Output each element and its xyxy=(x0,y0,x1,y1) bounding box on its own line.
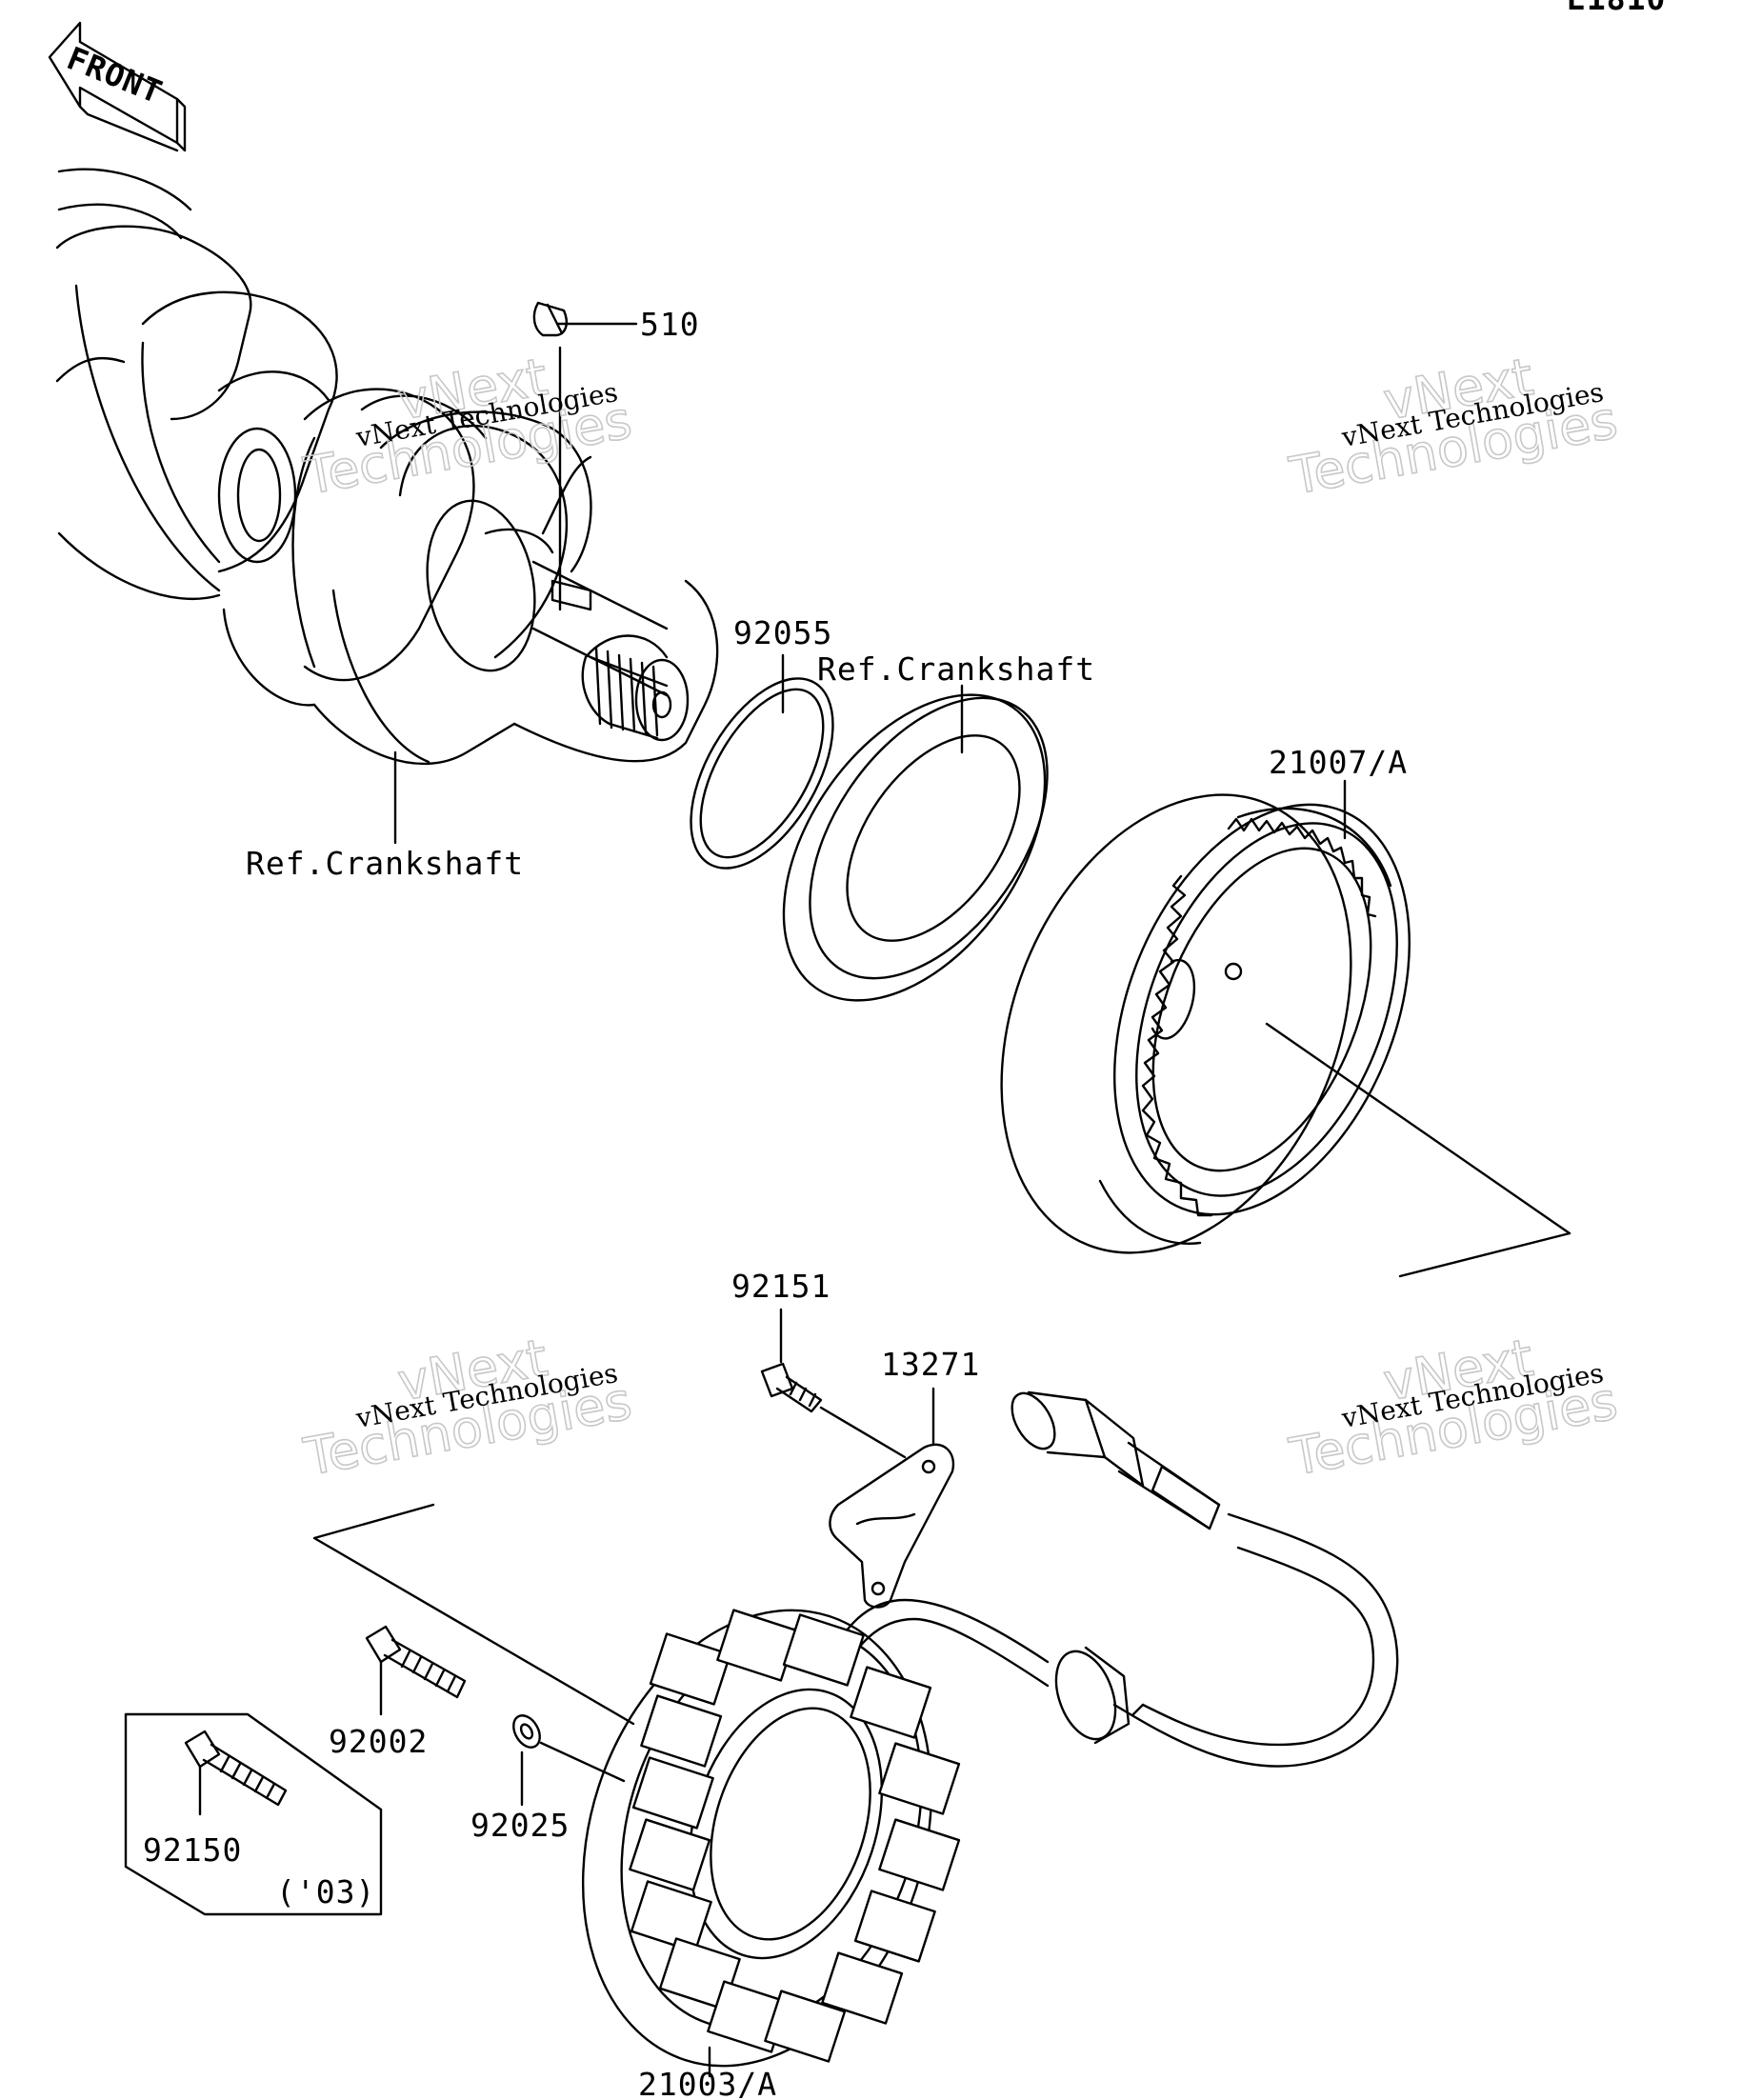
part-label-92151: 92151 xyxy=(731,1268,830,1305)
part-label-510: 510 xyxy=(640,306,700,343)
watermark-1: vNext Technologies vNext Technologies xyxy=(298,346,636,507)
bolt-92150-box xyxy=(124,1712,383,1916)
oring-drawing xyxy=(690,653,834,870)
washer-92025-drawing xyxy=(512,1714,626,1807)
stator-leader-line xyxy=(312,1503,635,1726)
part-label-92055: 92055 xyxy=(733,614,832,651)
part-label-92025: 92025 xyxy=(470,1807,570,1844)
watermark-3: vNext Technologies vNext Technologies xyxy=(298,1327,636,1488)
bolt-92151-drawing xyxy=(760,1308,907,1459)
crank-seal-drawing xyxy=(782,684,1049,1002)
part-label-92150-year: ('03) xyxy=(276,1873,375,1910)
ref-crankshaft-upper-label: Ref.Crankshaft xyxy=(817,650,1095,688)
ref-crankshaft-lower-label: Ref.Crankshaft xyxy=(246,845,524,882)
part-label-21003a: 21003/A xyxy=(638,2066,777,2100)
part-label-21007a: 21007/A xyxy=(1269,744,1408,781)
rotor-drawing xyxy=(1000,779,1571,1278)
part-label-13271: 13271 xyxy=(881,1346,980,1383)
bolt-92002-drawing xyxy=(365,1625,467,1716)
part-label-92002: 92002 xyxy=(329,1723,428,1760)
woodruff-key-drawing xyxy=(532,301,638,611)
stator-drawing xyxy=(581,1609,961,2078)
part-label-92150: 92150 xyxy=(143,1831,242,1869)
crankshaft-drawing xyxy=(55,168,719,845)
plate-13271-drawing xyxy=(829,1387,955,1609)
watermark-2: vNext Technologies vNext Technologies xyxy=(1284,346,1622,507)
watermark-4: vNext Technologies vNext Technologies xyxy=(1284,1327,1622,1488)
diagram-code: E1810 xyxy=(1567,0,1666,17)
front-arrow-icon: FRONT xyxy=(48,21,187,152)
